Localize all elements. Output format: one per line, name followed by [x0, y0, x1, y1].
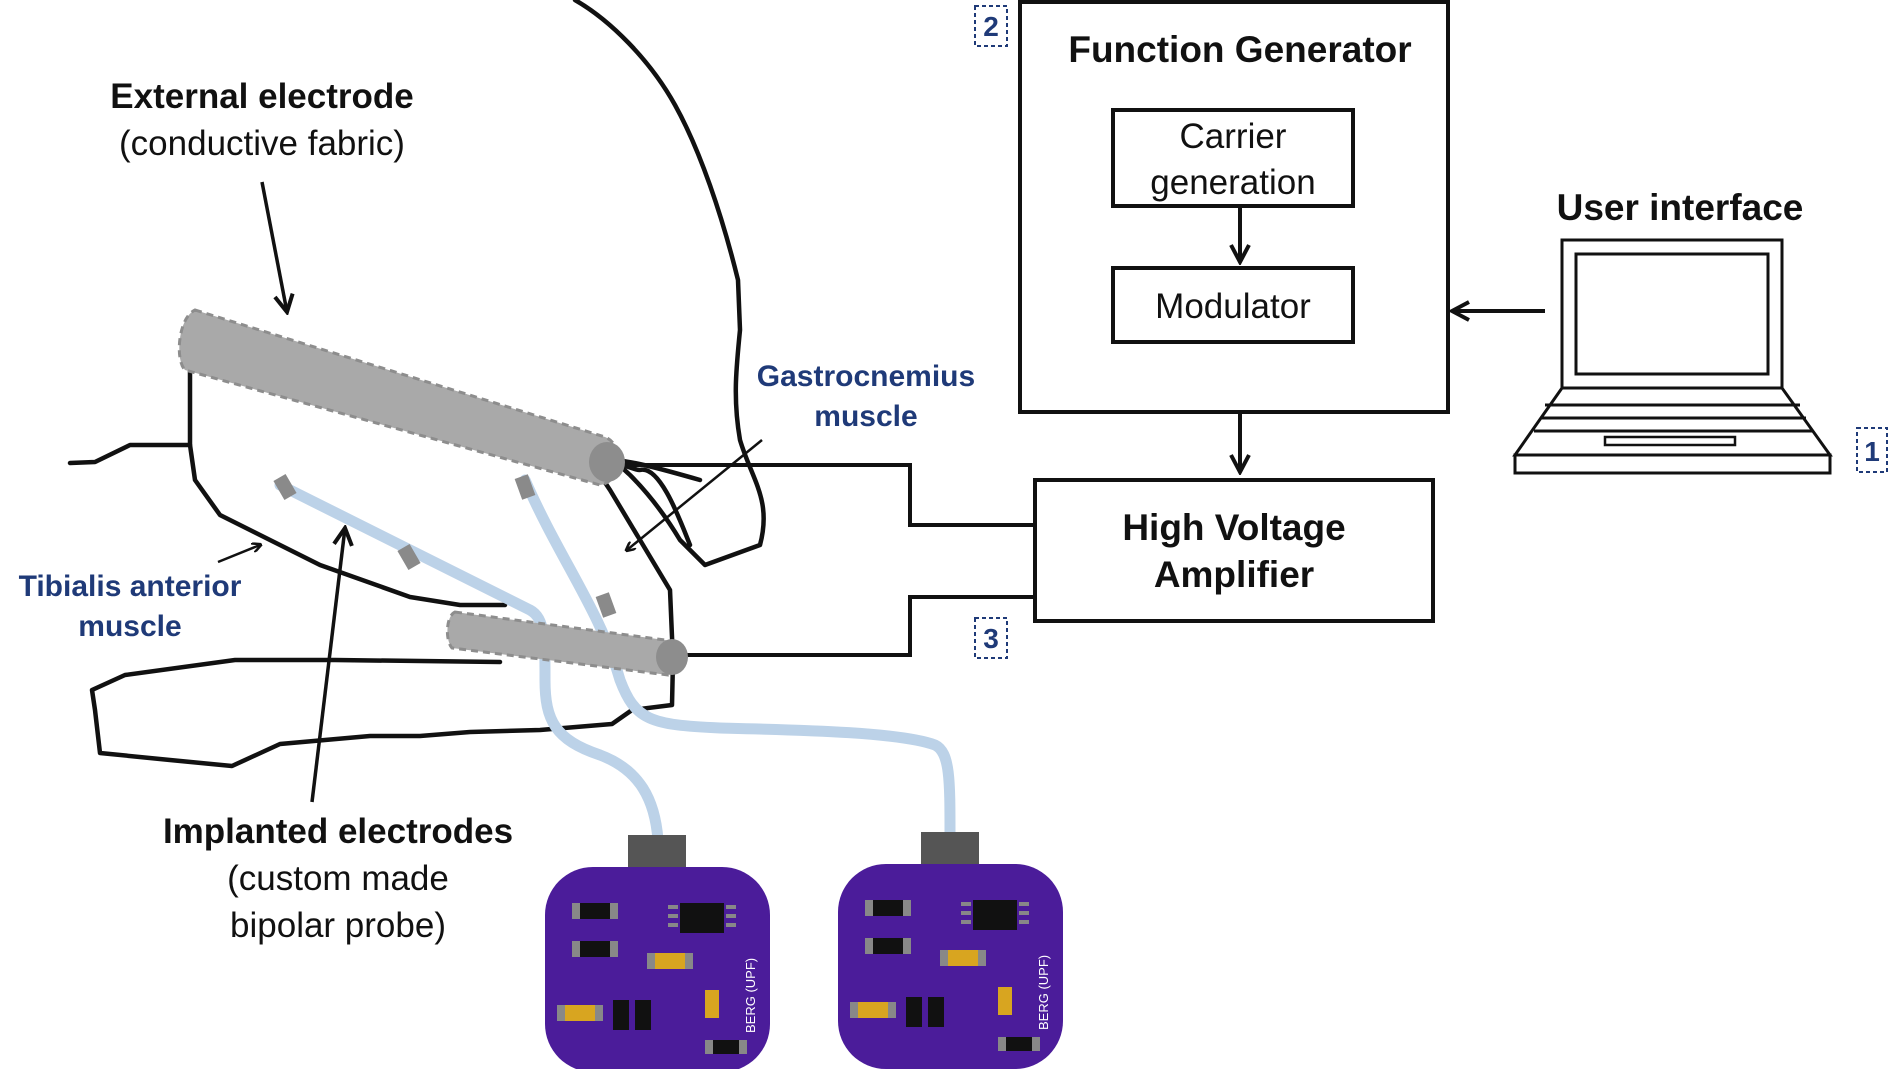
function-generator-title: Function Generator [1068, 29, 1411, 70]
external-electrode-upper [177, 308, 625, 487]
tibialis-label-line1: Tibialis anterior [19, 570, 242, 603]
tag-3 [974, 617, 1008, 659]
svg-text:3: 3 [983, 623, 999, 654]
carrier-generation-box [1111, 108, 1355, 208]
high-voltage-amplifier-block: High Voltage Amplifier [1033, 478, 1435, 623]
implanted-electrodes-title: Implanted electrodes [163, 812, 513, 851]
electrode-contact [514, 474, 536, 500]
pcb-label: BERG (UPF) [743, 958, 758, 1033]
electrode-wires [610, 463, 1040, 657]
external-electrode-title: External electrode [110, 77, 413, 116]
gastrocnemius-label-line2: muscle [814, 400, 917, 433]
carrier-label-line2: generation [1150, 163, 1315, 202]
implanted-electrodes-sub1: (custom made [227, 859, 449, 898]
user-interface-label: User interface [1557, 187, 1804, 228]
laptop-icon [1512, 238, 1833, 475]
implanted-electrodes-sub2: bipolar probe) [230, 906, 446, 945]
amplifier-label-line2: Amplifier [1154, 554, 1314, 595]
gastrocnemius-label-line1: Gastrocnemius [757, 360, 975, 393]
amplifier-label-line1: High Voltage [1122, 507, 1345, 548]
svg-text:1: 1 [1864, 436, 1880, 467]
circuit-board-icon: BERG (UPF) [545, 835, 770, 1069]
carrier-label-line1: Carrier [1180, 117, 1287, 156]
modulator-box [1111, 266, 1355, 344]
circuit-board-icon: BERG (UPF) [838, 832, 1063, 1069]
electrode-contact [273, 473, 297, 501]
pcb-label: BERG (UPF) [1036, 955, 1051, 1030]
svg-text:2: 2 [983, 11, 999, 42]
annotation-arrows [217, 181, 763, 803]
electrode-contact [595, 592, 617, 618]
external-electrode-subtitle: (conductive fabric) [119, 124, 405, 163]
external-electrode-lower [446, 610, 688, 677]
modulator-label: Modulator [1155, 287, 1311, 326]
tag-1 [1856, 427, 1888, 473]
function-generator-block: Function Generator Carrier generation Mo… [1018, 0, 1450, 414]
electrode-contact [397, 543, 421, 571]
tag-2 [974, 5, 1008, 47]
tibialis-label-line2: muscle [78, 610, 181, 643]
